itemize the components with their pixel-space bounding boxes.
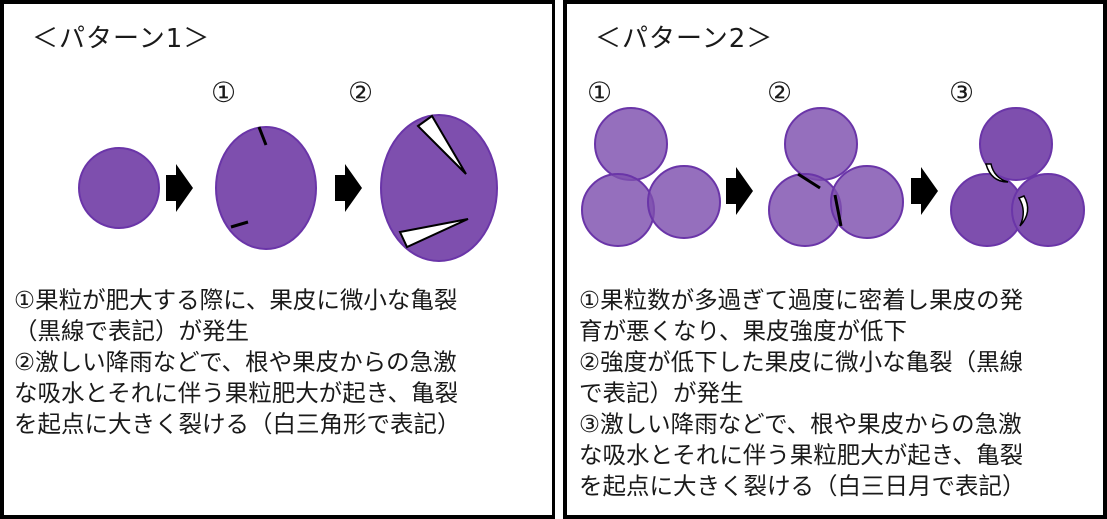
grape-cluster-stage2 [768, 107, 904, 247]
crack-line-left [797, 172, 821, 190]
pattern2-panel: ＜パターン2＞ ① ② ③ [563, 0, 1107, 519]
split-triangle-top [416, 114, 467, 175]
split-triangle-bottom [398, 218, 469, 249]
split-crescent-left [985, 163, 1009, 183]
right-arrow-icon [335, 164, 362, 212]
pattern2-stage-label-2: ② [767, 76, 792, 109]
grape-cluster-stage1 [581, 107, 721, 247]
crack-line-bottom [230, 220, 249, 229]
split-crescent-right [1017, 195, 1029, 227]
pattern1-stage-label-1: ① [211, 76, 236, 109]
pattern1-panel: ＜パターン1＞ ① ② ①果粒が肥大する際に、果皮に微小な亀裂 （黒線で表記）が… [0, 0, 555, 519]
right-arrow-icon [166, 164, 193, 212]
pattern2-desc-line: で表記）が発生 [579, 379, 744, 407]
right-arrow-icon [911, 167, 938, 215]
grape-small [78, 147, 160, 229]
pattern2-description: ①果粒数が多過ぎて過度に密着し果皮の発 育が悪くなり、果皮強度が低下 ②強度が低… [579, 285, 1026, 502]
pattern2-desc-line: ①果粒数が多過ぎて過度に密着し果皮の発 [579, 286, 1024, 314]
pattern1-desc-line: を起点に大きく裂ける（白三角形で表記） [14, 410, 461, 438]
pattern2-diagram: ① ② ③ [581, 76, 1085, 247]
pattern2-desc-line: ②強度が低下した果皮に微小な亀裂（黒線 [579, 348, 1024, 376]
pattern1-stage-label-2: ② [348, 76, 373, 109]
pattern2-desc-line: な吸水とそれに伴う果粒肥大が起き、亀裂 [579, 441, 1024, 469]
crack-line-top [257, 126, 268, 146]
grape-stage1 [215, 126, 317, 250]
pattern2-desc-line: を起点に大きく裂ける（白三日月で表記） [579, 472, 1026, 500]
grape-cluster-stage3 [950, 107, 1085, 247]
crack-line-right [833, 194, 843, 227]
pattern1-desc-line: な吸水とそれに伴う果粒肥大が起き、亀裂 [14, 379, 459, 407]
grape-stage2 [380, 114, 498, 262]
pattern2-stage-label-1: ① [587, 76, 612, 109]
right-arrow-icon [726, 167, 753, 215]
pattern1-title: ＜パターン1＞ [32, 24, 211, 54]
pattern2-desc-line: ③激しい降雨などで、根や果皮からの急激 [579, 410, 1022, 438]
pattern1-desc-line: （黒線で表記）が発生 [14, 317, 249, 345]
pattern1-description: ①果粒が肥大する際に、果皮に微小な亀裂 （黒線で表記）が発生 ②激しい降雨などで… [14, 285, 461, 440]
pattern1-desc-line: ①果粒が肥大する際に、果皮に微小な亀裂 [14, 286, 458, 314]
pattern2-desc-line: 育が悪くなり、果皮強度が低下 [579, 317, 908, 345]
pattern1-desc-line: ②激しい降雨などで、根や果皮からの急激 [14, 348, 457, 376]
pattern2-stage-label-3: ③ [949, 76, 974, 109]
pattern2-title: ＜パターン2＞ [595, 24, 774, 54]
pattern1-diagram: ① ② [78, 76, 498, 262]
